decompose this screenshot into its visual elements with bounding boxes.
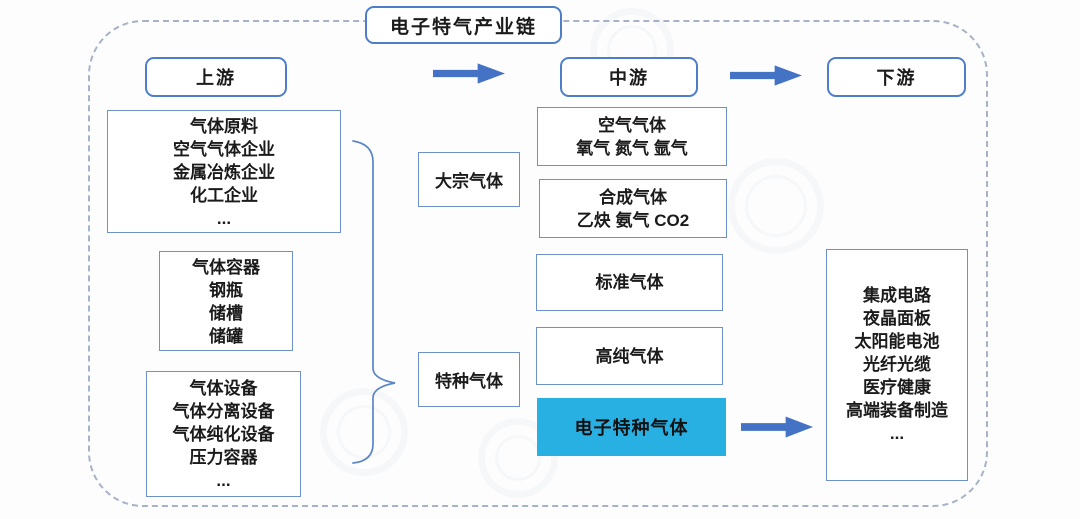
text-line: 压力容器 — [189, 448, 258, 467]
text-line: 空气气体企业 — [173, 140, 275, 159]
text-line: ... — [889, 424, 905, 443]
text-line: 高端装备制造 — [846, 401, 948, 420]
text-line: 太阳能电池 — [854, 332, 940, 351]
specialty-gas-label-text: 特种气体 — [435, 372, 503, 391]
text-line: 气体容器 — [192, 258, 260, 277]
midstream-high-purity-gas-box: 高纯气体 — [536, 327, 723, 385]
text-line: 医疗健康 — [863, 378, 931, 397]
text-line: 高纯气体 — [595, 346, 664, 366]
text-line: 钢瓶 — [209, 281, 243, 300]
text-line: 集成电路 — [863, 286, 931, 305]
text-line: 乙炔 氨气 CO2 — [576, 210, 690, 230]
midstream-air-gas-box: 空气气体氧气 氮气 氩气 — [537, 107, 727, 166]
watermark — [478, 418, 558, 498]
midstream-bulk-gas-label: 大宗气体 — [418, 152, 520, 207]
diagram-title-label: 电子特气产业链 — [389, 16, 537, 38]
text-line: ... — [216, 471, 231, 490]
text-line: 合成气体 — [599, 187, 667, 207]
midstream-synthetic-gas-box: 合成气体乙炔 氨气 CO2 — [539, 179, 727, 238]
diagram-title: 电子特气产业链 — [365, 6, 562, 44]
upstream-containers-box: 气体容器钢瓶储槽储罐 — [159, 251, 293, 351]
text-line: ... — [216, 209, 232, 228]
header-upstream-label: 上游 — [196, 68, 236, 88]
text-line: 气体设备 — [189, 379, 258, 398]
header-midstream: 中游 — [560, 57, 698, 97]
text-line: 夜晶面板 — [863, 309, 931, 328]
text-line: 化工企业 — [190, 186, 258, 205]
upstream-group-brace-icon — [345, 136, 405, 468]
midstream-standard-gas-box: 标准气体 — [536, 254, 723, 311]
midstream-electronic-specialty-gas-box: 电子特种气体 — [537, 398, 726, 456]
text-line: 氧气 氮气 氩气 — [576, 138, 688, 158]
text-line: 金属冶炼企业 — [173, 163, 275, 182]
text-line: 储槽 — [209, 304, 243, 323]
text-line: 气体分离设备 — [172, 402, 275, 421]
text-line: 气体原料 — [190, 117, 258, 136]
text-line: 储罐 — [209, 327, 243, 346]
header-upstream: 上游 — [145, 57, 287, 97]
text-line: 空气气体 — [598, 115, 666, 135]
header-midstream-label: 中游 — [609, 68, 649, 88]
downstream-applications-box: 集成电路夜晶面板太阳能电池光纤光缆医疗健康高端装备制造... — [826, 249, 968, 481]
watermark — [320, 388, 408, 476]
midstream-specialty-gas-label: 特种气体 — [418, 352, 520, 407]
text-line: 标准气体 — [595, 273, 664, 292]
text-line: 光纤光缆 — [863, 355, 931, 374]
text-line: 气体纯化设备 — [172, 425, 275, 444]
upstream-materials-box: 气体原料空气气体企业金属冶炼企业化工企业... — [107, 110, 341, 233]
text-line: 电子特种气体 — [574, 418, 689, 438]
upstream-equipment-box: 气体设备气体分离设备气体纯化设备压力容器... — [146, 371, 301, 497]
header-downstream: 下游 — [827, 57, 966, 97]
header-downstream-label: 下游 — [876, 68, 917, 88]
bulk-gas-label-text: 大宗气体 — [435, 172, 503, 191]
watermark — [728, 158, 824, 254]
